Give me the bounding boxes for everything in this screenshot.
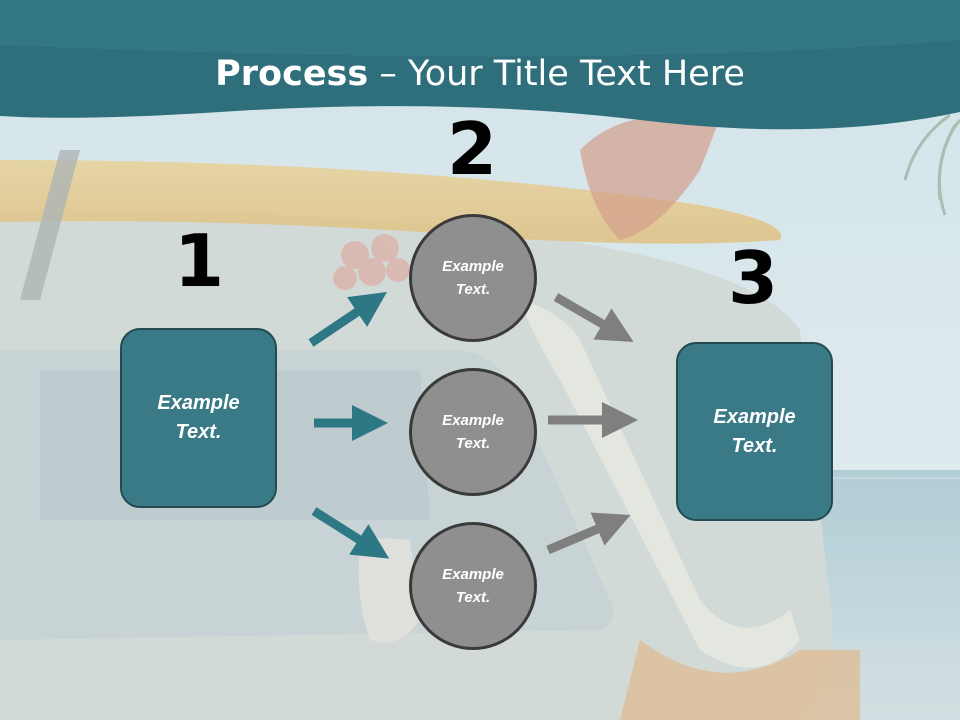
step-2-text-middle: Example Text. (442, 412, 504, 452)
page-title: Process – Your Title Text Here (0, 52, 960, 96)
step-2-text-bottom: Example Text. (442, 566, 504, 606)
step-number-2: 2 (446, 107, 498, 191)
arrow-bottom-to-3 (546, 512, 631, 555)
step-3-text: Example Text. (713, 405, 796, 457)
arrow-top-to-3 (553, 293, 634, 343)
step-1-box: Example Text. (120, 328, 277, 508)
step-number-1: 1 (173, 219, 225, 303)
step-2-circle-top: Example Text. (409, 214, 537, 342)
step-1-text: Example Text. (157, 392, 240, 443)
step-2-circle-bottom: Example Text. (409, 522, 537, 650)
arrow-1-to-bottom (311, 507, 390, 559)
step-2-text-top: Example Text. (442, 258, 504, 298)
step-3-box: Example Text. (676, 342, 833, 521)
step-2-circle-middle: Example Text. (409, 368, 537, 496)
title-rest: – Your Title Text Here (368, 54, 745, 94)
title-bold: Process (215, 54, 369, 94)
arrow-1-to-top (308, 291, 387, 347)
step-number-3: 3 (727, 236, 779, 320)
